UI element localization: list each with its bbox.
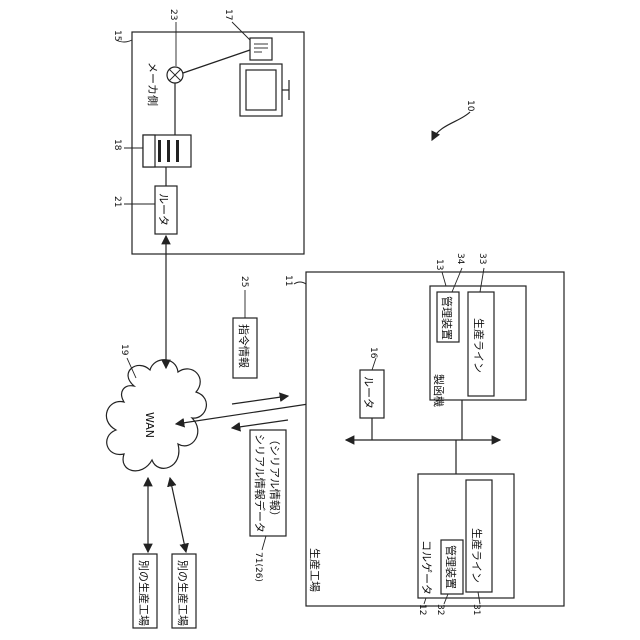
figure-ref-label: 10 xyxy=(465,100,475,112)
serial-data-line2: （シリアル情報） xyxy=(268,434,281,522)
server: 18 xyxy=(112,135,191,167)
corrugator: コルゲータ 12 管理装置 32 生産ライン 31 xyxy=(417,474,514,615)
machine-b-manager-label: 管理装置 xyxy=(444,545,458,589)
factory-ref: 11 xyxy=(283,275,293,286)
machine-a-line-label: 生産ライン xyxy=(472,318,486,373)
factory-router-label: ルータ xyxy=(362,376,375,409)
maker-router-ref: 21 xyxy=(112,196,122,207)
command-info-ref: 25 xyxy=(239,276,249,287)
serial-data: シリアル情報データ （シリアル情報） 71(26) xyxy=(232,420,288,582)
machine-b-ref: 12 xyxy=(417,604,427,615)
figure-ref: 10 xyxy=(432,100,475,140)
maker-side-label: メーカ側 xyxy=(146,62,159,106)
command-info: 指令情報 25 xyxy=(232,276,288,404)
serial-data-line1: シリアル情報データ xyxy=(253,434,267,533)
machine-a-label: 製函機 xyxy=(432,374,446,407)
machine-a-manager-ref: 34 xyxy=(455,253,465,265)
machine-b-label: コルゲータ xyxy=(420,540,433,595)
factory-router-ref: 16 xyxy=(368,347,378,359)
server-ref: 18 xyxy=(112,139,122,151)
hub-ref: 23 xyxy=(168,9,178,20)
other-factory-1-label: 別の生産工場 xyxy=(137,560,151,626)
other-factory-1: 別の生産工場 xyxy=(133,554,157,628)
wan-label: WAN xyxy=(143,412,156,438)
wan-ref: 19 xyxy=(119,344,129,356)
other-factory-2: 別の生産工場 xyxy=(172,554,196,628)
maker-router-label: ルータ xyxy=(157,193,170,226)
machine-b-line-ref: 31 xyxy=(471,604,481,615)
pc-ref: 17 xyxy=(223,9,233,20)
command-info-label: 指令情報 xyxy=(237,324,251,368)
wan-cloud: WAN 19 xyxy=(106,344,206,471)
serial-data-ref: 71(26) xyxy=(253,552,263,582)
machine-a-manager-label: 管理装置 xyxy=(440,296,454,340)
machine-a-ref: 13 xyxy=(434,259,444,270)
machine-a-line-ref: 33 xyxy=(477,253,487,264)
maker-side-ref: 15 xyxy=(112,30,122,41)
other-factory-2-label: 別の生産工場 xyxy=(176,560,190,626)
factory-label: 生産工場 xyxy=(308,548,322,592)
machine-b-manager-ref: 32 xyxy=(435,604,445,615)
machine-b-line-label: 生産ライン xyxy=(470,528,484,583)
